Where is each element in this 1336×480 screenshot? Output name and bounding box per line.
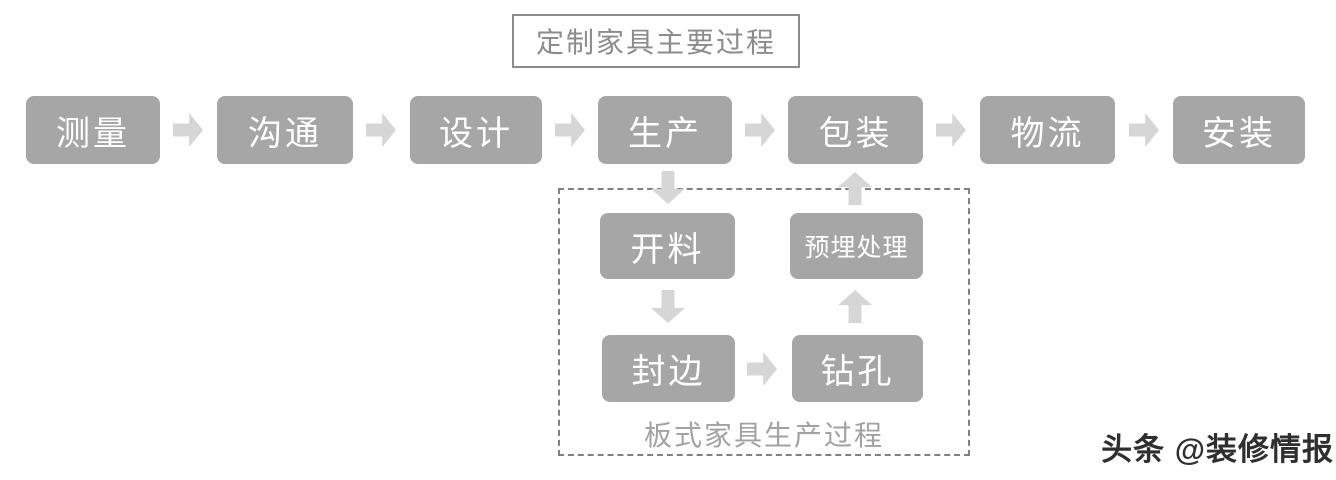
arrow-right-icon xyxy=(555,113,585,147)
substep-edge-banding: 封边 xyxy=(602,335,735,402)
flow-step-logistics: 物流 xyxy=(980,96,1115,164)
substep-drilling: 钻孔 xyxy=(792,335,923,402)
arrow-right-icon xyxy=(936,113,966,147)
arrow-right-icon xyxy=(745,113,775,147)
flow-step-production: 生产 xyxy=(598,96,732,164)
diagram-title: 定制家具主要过程 xyxy=(512,14,800,68)
arrow-right-icon xyxy=(366,113,396,147)
substep-pre-embedding: 预埋处理 xyxy=(790,213,923,279)
sub-process-panel xyxy=(558,188,970,456)
substep-cutting: 开料 xyxy=(600,213,735,279)
sub-process-caption: 板式家具生产过程 xyxy=(643,420,884,451)
flow-step-measure: 测量 xyxy=(26,96,160,164)
watermark-text: 头条 @装修情报 xyxy=(1101,432,1334,467)
arrow-right-icon xyxy=(1129,113,1159,147)
arrow-right-icon xyxy=(173,113,203,147)
flow-step-design: 设计 xyxy=(410,96,542,164)
flow-step-installation: 安装 xyxy=(1173,96,1305,164)
flow-step-communicate: 沟通 xyxy=(217,96,353,164)
flow-step-packaging: 包装 xyxy=(788,96,923,164)
